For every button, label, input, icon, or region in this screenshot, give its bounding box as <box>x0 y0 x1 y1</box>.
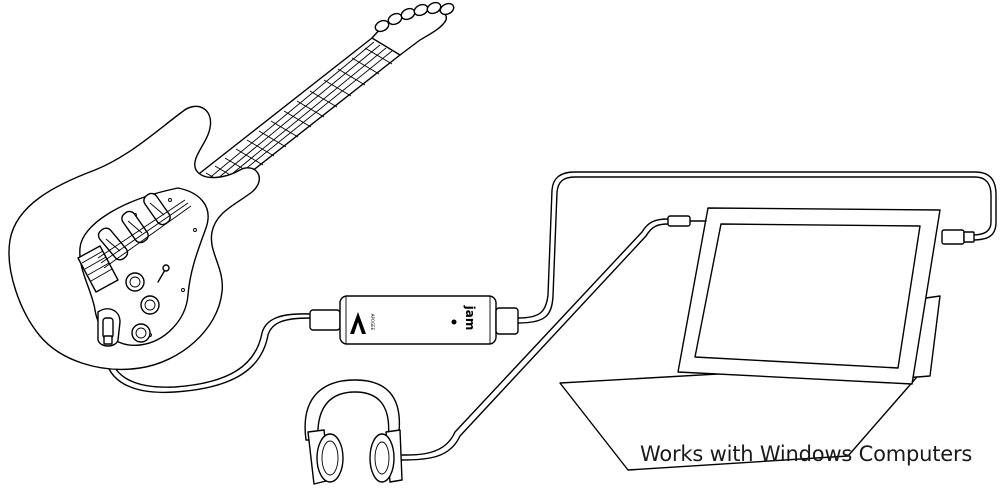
guitar-pickguard <box>79 187 209 346</box>
usb-plug-icon <box>941 229 975 245</box>
headphone-left-cup-icon <box>307 429 344 485</box>
windows-laptop <box>559 207 975 471</box>
laptop-display <box>694 223 921 369</box>
headphone-right-cup-icon <box>369 429 403 483</box>
headphones <box>304 379 403 485</box>
guitar-output-jack-icon <box>97 308 121 347</box>
headphone-cable <box>401 218 669 456</box>
apogee-logo-icon <box>350 312 366 334</box>
jam-usb-plug <box>495 307 519 335</box>
jam-status-led-icon <box>451 319 457 325</box>
electric-guitar <box>8 1 455 371</box>
headphone-plug-icon <box>667 215 707 227</box>
jam-input-plug <box>309 309 341 331</box>
guitar-knobs-icon <box>125 264 170 343</box>
jam-device: APOGEE jam <box>309 295 519 345</box>
guitar-cable <box>104 317 311 394</box>
cables <box>104 171 997 461</box>
guitar-bridge-icon <box>77 245 119 293</box>
jam-model-label: jam <box>463 305 477 331</box>
tuning-pegs-icon <box>374 1 455 33</box>
usb-cable <box>517 171 997 319</box>
compatibility-caption: Works with Windows Computers <box>640 442 973 466</box>
jam-brand-label: APOGEE <box>370 314 375 331</box>
